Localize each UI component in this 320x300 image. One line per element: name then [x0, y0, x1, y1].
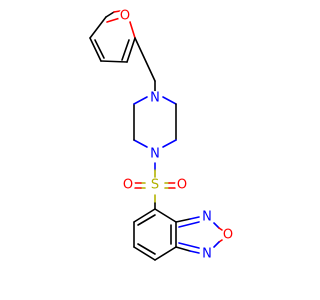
oxadiazole-nitrogen-bottom-label: N	[202, 247, 212, 262]
piperazine-ring	[133, 96, 177, 148]
piperazine-nitrogen-bottom-label: N	[150, 147, 160, 162]
oxadiazole-nitrogen-top-label: N	[202, 210, 212, 225]
benzo-ring	[133, 208, 177, 261]
sulfonyl-oxygen-right-label: O	[177, 178, 187, 193]
sulfonyl-oxygen-left-label: O	[123, 178, 133, 193]
furan-ring	[89, 10, 136, 63]
sulfur-label: S	[151, 178, 159, 193]
oxadiazole-oxygen-label: O	[223, 228, 233, 243]
piperazine-nitrogen-top-label: N	[150, 91, 160, 106]
molecule-structure: O N N S O O N O N	[89, 9, 235, 262]
oxadiazole-ring	[175, 216, 223, 254]
atom-labels: O N N S O O N O N	[118, 9, 235, 262]
methylene-linker	[134, 37, 156, 93]
sulfonyl-group	[134, 162, 176, 210]
furan-oxygen-label: O	[120, 9, 130, 24]
